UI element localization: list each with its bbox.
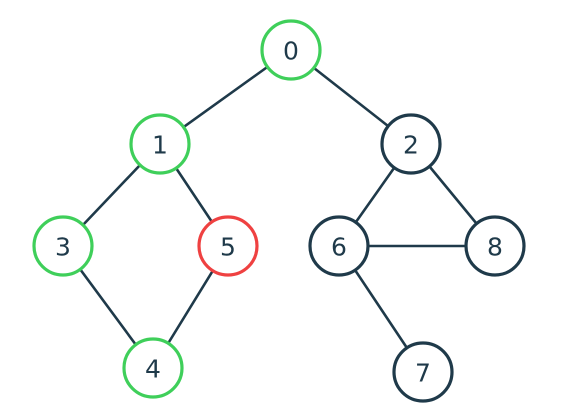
node-6: 6 xyxy=(308,215,370,277)
node-3-circle xyxy=(32,215,94,277)
node-5-label: 5 xyxy=(220,233,236,262)
node-0-circle xyxy=(260,19,322,81)
node-6-label: 6 xyxy=(331,233,347,262)
node-1: 1 xyxy=(129,113,191,175)
node-2: 2 xyxy=(380,113,442,175)
node-8: 8 xyxy=(464,215,526,277)
node-0-label: 0 xyxy=(283,37,299,66)
node-5-circle xyxy=(197,215,259,277)
node-8-label: 8 xyxy=(487,233,503,262)
node-5: 5 xyxy=(197,215,259,277)
node-2-circle xyxy=(380,113,442,175)
node-3-label: 3 xyxy=(55,233,71,262)
node-6-circle xyxy=(308,215,370,277)
node-3: 3 xyxy=(32,215,94,277)
node-7: 7 xyxy=(392,341,454,403)
node-4: 4 xyxy=(122,337,184,399)
node-1-circle xyxy=(129,113,191,175)
node-7-label: 7 xyxy=(415,359,431,388)
node-4-circle xyxy=(122,337,184,399)
nodes-layer: 0 1 2 3 5 4 6 8 7 xyxy=(32,19,526,403)
edges-layer xyxy=(61,48,497,374)
node-4-label: 4 xyxy=(145,355,161,384)
node-1-label: 1 xyxy=(152,131,168,160)
node-8-circle xyxy=(464,215,526,277)
node-2-label: 2 xyxy=(403,131,419,160)
node-7-circle xyxy=(392,341,454,403)
node-0: 0 xyxy=(260,19,322,81)
